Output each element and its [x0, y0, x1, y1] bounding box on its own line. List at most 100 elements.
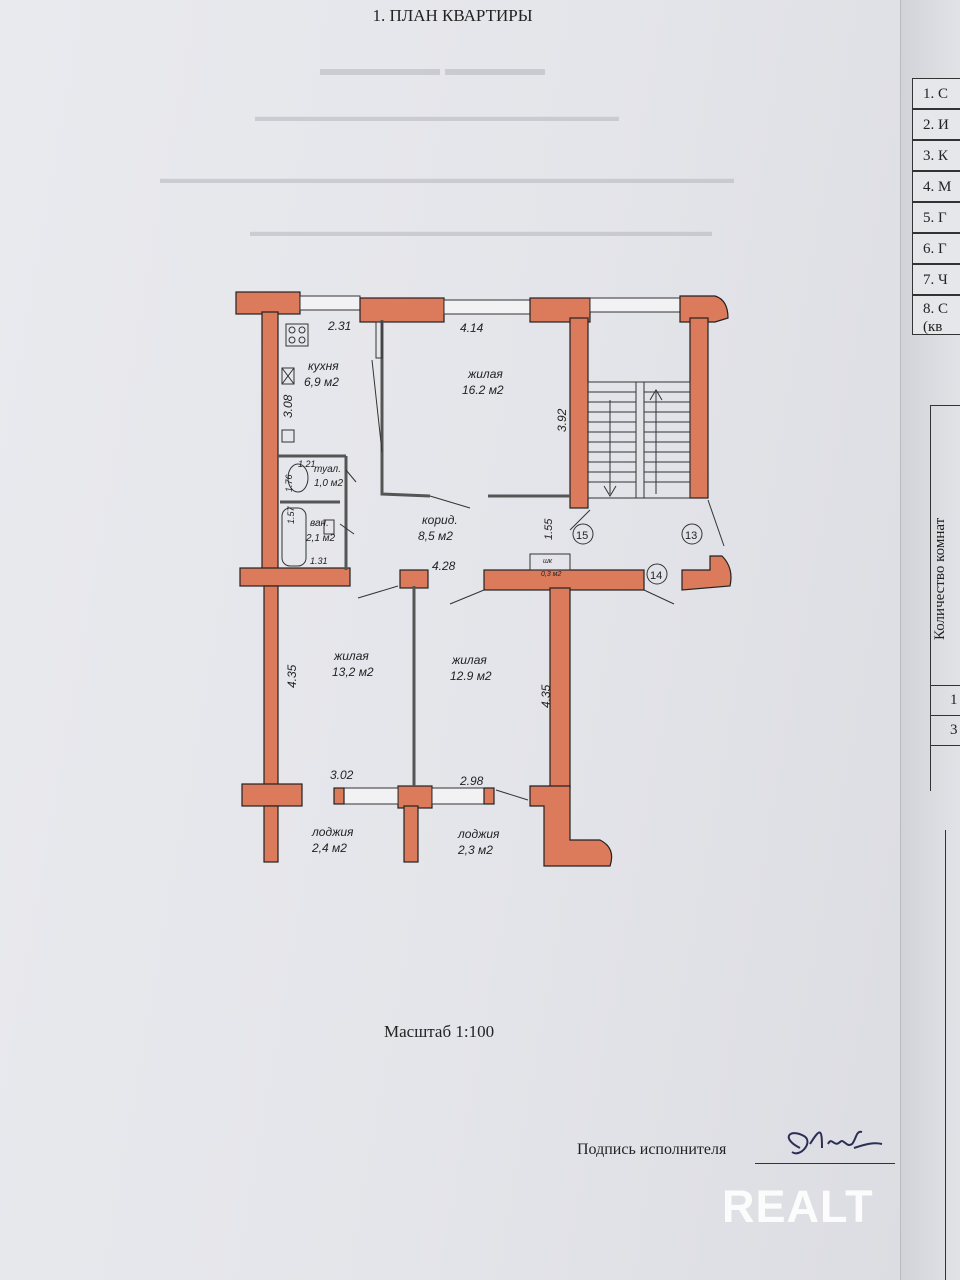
realt-watermark-logo: REALT — [722, 1181, 874, 1232]
vertical-header-text: Количество комнат — [932, 517, 948, 640]
loggia-wall-left — [263, 805, 279, 863]
door-swing — [339, 523, 355, 535]
table-cell: 1 — [950, 692, 958, 708]
room-label-living-2: жилая — [333, 649, 369, 663]
wall-left-lower — [263, 585, 279, 787]
side-table-2 — [930, 405, 960, 791]
wall-mid-right — [483, 569, 645, 591]
burner — [298, 326, 306, 334]
dimension-label: 4.35 — [539, 684, 553, 708]
dimension-label: 4.14 — [460, 321, 484, 335]
table-rule — [930, 745, 960, 746]
burner — [298, 336, 306, 344]
bathtub-icon — [281, 507, 307, 567]
staircase — [587, 381, 691, 499]
wall-right-stub — [681, 555, 732, 591]
door-swing — [429, 495, 471, 509]
dimension-label: 2.98 — [459, 774, 484, 788]
room-area-closet: 0,3 м2 — [541, 571, 561, 578]
door-swing — [345, 469, 357, 483]
room-label-kitchen: кухня — [308, 359, 339, 373]
stair-marker-14 — [646, 563, 668, 585]
wall-right-lower — [549, 587, 571, 789]
fixture-icon — [281, 429, 295, 443]
side-table-row: 8. С (кв — [912, 295, 960, 335]
side-table-row: 3. К — [912, 140, 960, 171]
window-jamb — [483, 787, 495, 805]
document-page — [0, 0, 905, 1280]
wall-bottom-right — [529, 785, 613, 867]
kitchen-sink-icon — [281, 367, 295, 385]
wall-left-upper — [261, 311, 279, 571]
handwritten-signature — [787, 1130, 883, 1155]
stair-marker-13 — [681, 523, 703, 545]
stove-icon — [285, 323, 309, 347]
room-label-toilet: туал. — [314, 464, 341, 475]
vertical-header: Количество комнат — [932, 430, 960, 650]
room-area-living-2: 13,2 м2 — [332, 665, 374, 679]
side-table-row-label: 8. С — [923, 301, 949, 317]
dimension-label: 3.92 — [555, 408, 569, 432]
dimension-label: 1.55 — [543, 518, 555, 540]
window — [443, 299, 531, 315]
dimension-label: 1.76 — [284, 474, 294, 492]
document-title: 1. ПЛАН КВАРТИРЫ — [372, 6, 533, 25]
room-area-toilet: 1,0 м2 — [314, 478, 344, 489]
door-swing — [643, 589, 675, 605]
room-area-loggia-1: 2,4 м2 — [311, 841, 347, 855]
kitchen-sink-icon — [281, 367, 295, 385]
dimension-label: 3.02 — [330, 768, 354, 782]
door-swing — [449, 589, 485, 605]
side-table-row: 6. Г — [912, 233, 960, 264]
side-table-row-note: (кв — [923, 319, 943, 335]
dimension-label: 2.31 — [327, 319, 351, 333]
wall-top-right — [679, 295, 729, 323]
side-table-3 — [945, 830, 960, 1280]
door-swing — [495, 789, 529, 801]
wall-bottom-left — [241, 783, 303, 807]
room-label-living-3: жилая — [451, 653, 487, 667]
marker-label: 15 — [576, 530, 588, 542]
vent-shaft — [375, 321, 383, 359]
door-swing — [707, 499, 725, 547]
marker-label: 13 — [685, 530, 697, 542]
table-rule — [930, 715, 960, 716]
signature-label: Подпись исполнителя — [577, 1141, 727, 1158]
burner — [288, 326, 296, 334]
show-through-text: ▬▬▬▬▬▬▬▬▬▬▬▬▬▬▬▬▬▬▬▬▬▬▬▬▬▬ — [255, 110, 619, 125]
wall-pillar — [399, 569, 429, 589]
window — [299, 295, 361, 311]
toilet-icon — [287, 463, 309, 493]
room-label-loggia-1: лоджия — [311, 825, 354, 839]
closet — [529, 553, 571, 571]
door-swing — [371, 359, 383, 453]
burner — [288, 336, 296, 344]
stair-marker-15 — [572, 523, 594, 545]
room-area-kitchen: 6,9 м2 — [304, 375, 339, 389]
door-swing — [357, 585, 399, 599]
room-label-bath: ван. — [310, 518, 329, 529]
room-label-loggia-2: лоджия — [457, 827, 500, 841]
window — [431, 787, 493, 805]
side-table-row: 1. С — [912, 78, 960, 109]
side-table-row: 4. М — [912, 171, 960, 202]
scale-label: Масштаб 1:100 — [384, 1022, 495, 1041]
room-area-corridor: 8,5 м2 — [418, 529, 453, 543]
dimension-label: 4.35 — [285, 664, 299, 688]
side-table-row: 5. Г — [912, 202, 960, 233]
show-through-text: ▬▬▬▬▬▬ ▬▬▬▬▬ — [320, 58, 545, 80]
loggia-wall-mid — [403, 805, 419, 863]
room-label-closet: шк — [543, 558, 553, 565]
washbasin-icon — [323, 519, 335, 535]
room-area-living-3: 12.9 м2 — [450, 669, 492, 683]
window — [589, 297, 681, 313]
wall-bottom-mid — [397, 785, 433, 809]
room-area-bath: 2,1 м2 — [305, 533, 336, 544]
table-cell: 3 — [950, 722, 958, 738]
dimension-label: 4.28 — [432, 559, 456, 573]
wall-top-left — [235, 291, 301, 315]
window-jamb — [333, 787, 345, 805]
wall-stair-right — [689, 317, 709, 499]
dimension-label: 1.57 — [286, 505, 296, 524]
door-swing — [569, 509, 591, 531]
